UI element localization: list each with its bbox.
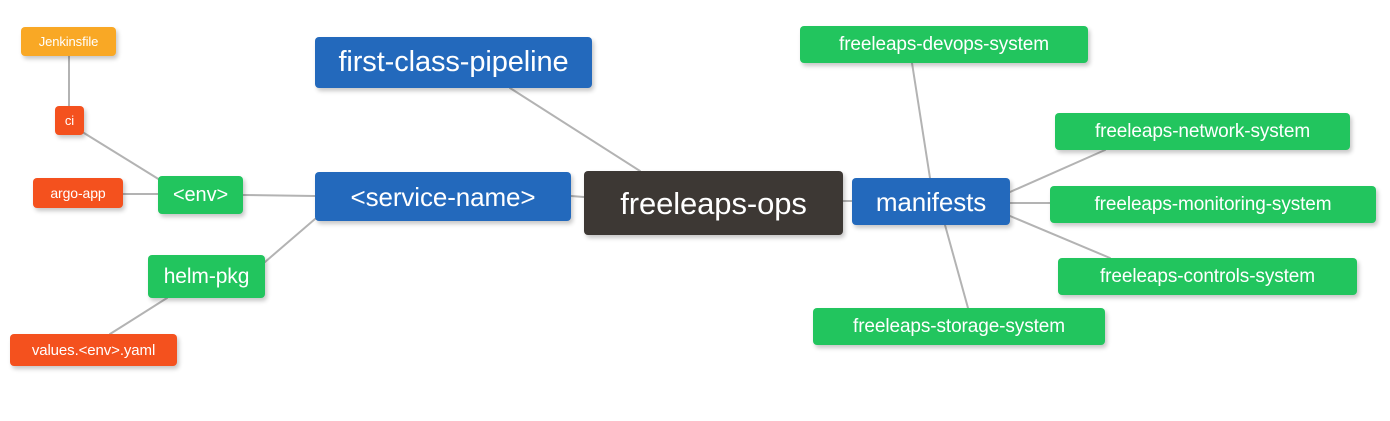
node-label-freeleaps-network-system: freeleaps-network-system	[1094, 121, 1311, 142]
node-label-freeleaps-storage-system: freeleaps-storage-system	[853, 316, 1065, 337]
edge-ci-to-env	[83, 132, 161, 181]
node-label-service-name: <service-name>	[350, 181, 536, 212]
edge-service-name-to-freeleaps-ops	[570, 195, 585, 198]
node-env[interactable]: <env>	[158, 176, 243, 214]
node-manifests[interactable]: manifests	[852, 178, 1010, 225]
node-freeleaps-monitoring-system[interactable]: freeleaps-monitoring-system	[1050, 186, 1376, 223]
node-freeleaps-network-system[interactable]: freeleaps-network-system	[1055, 113, 1350, 150]
node-label-values-yaml: values.<env>.yaml	[31, 341, 156, 359]
edge-helm-pkg-to-values-yaml	[109, 297, 168, 335]
edge-manifests-to-freeleaps-devops-system	[911, 62, 931, 179]
node-label-freeleaps-controls-system: freeleaps-controls-system	[1099, 266, 1316, 287]
node-freeleaps-devops-system[interactable]: freeleaps-devops-system	[800, 26, 1088, 63]
node-freeleaps-ops[interactable]: freeleaps-ops	[584, 171, 843, 235]
node-label-freeleaps-ops: freeleaps-ops	[620, 185, 807, 221]
node-jenkinsfile[interactable]: Jenkinsfile	[21, 27, 116, 56]
node-freeleaps-controls-system[interactable]: freeleaps-controls-system	[1058, 258, 1357, 295]
node-ci[interactable]: ci	[55, 106, 84, 135]
node-label-argo-app: argo-app	[50, 185, 106, 201]
node-label-ci: ci	[64, 113, 75, 128]
node-values-yaml[interactable]: values.<env>.yaml	[10, 334, 177, 366]
node-label-freeleaps-devops-system: freeleaps-devops-system	[839, 34, 1049, 55]
node-label-manifests: manifests	[875, 186, 987, 217]
edge-service-name-to-helm-pkg	[264, 218, 316, 263]
node-label-helm-pkg: helm-pkg	[163, 265, 250, 288]
edge-env-to-service-name	[242, 194, 316, 197]
node-freeleaps-storage-system[interactable]: freeleaps-storage-system	[813, 308, 1105, 345]
node-first-class-pipeline[interactable]: first-class-pipeline	[315, 37, 592, 88]
node-helm-pkg[interactable]: helm-pkg	[148, 255, 265, 298]
node-label-first-class-pipeline: first-class-pipeline	[338, 46, 569, 78]
node-label-jenkinsfile: Jenkinsfile	[38, 34, 99, 49]
edge-first-class-pipeline-to-freeleaps-ops	[509, 87, 641, 172]
node-label-freeleaps-monitoring-system: freeleaps-monitoring-system	[1094, 194, 1332, 215]
node-label-env: <env>	[172, 184, 229, 206]
edge-manifests-to-freeleaps-storage-system	[944, 224, 969, 309]
node-service-name[interactable]: <service-name>	[315, 172, 571, 221]
node-argo-app[interactable]: argo-app	[33, 178, 123, 208]
